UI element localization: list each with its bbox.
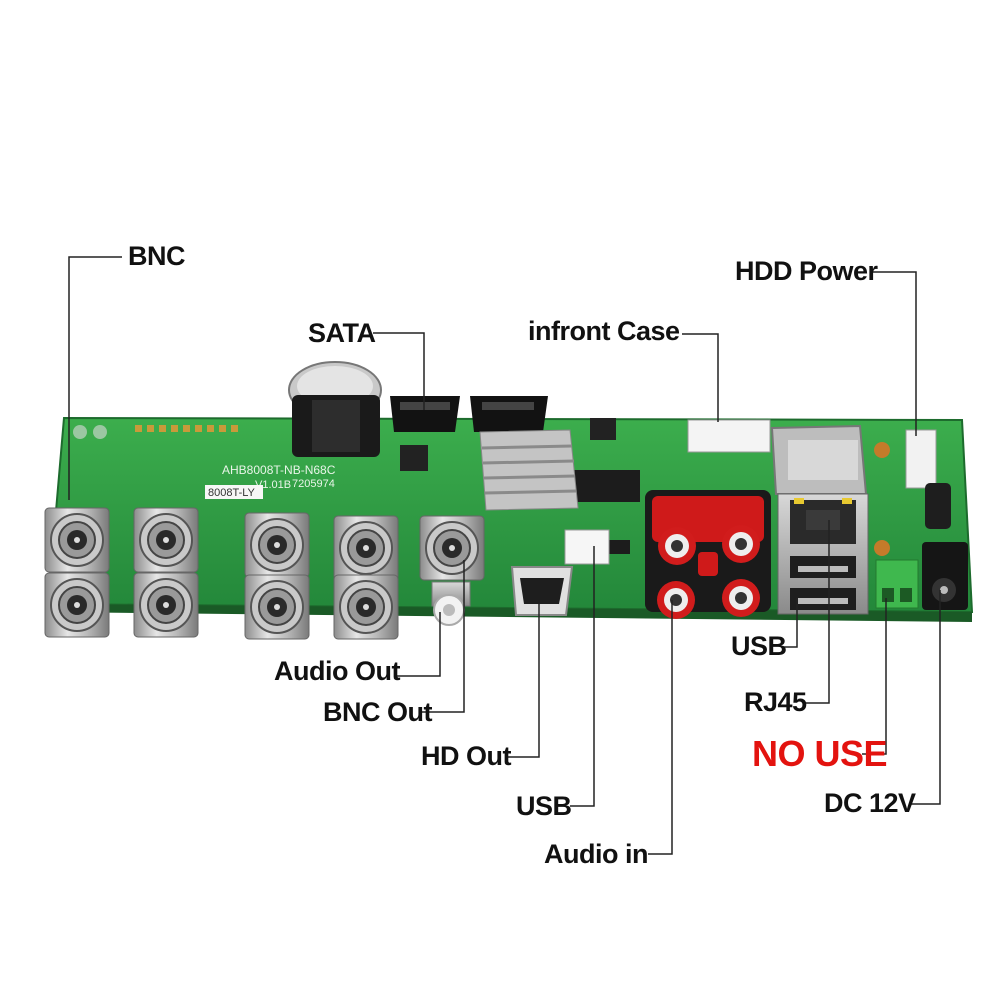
rj45-usb-stack xyxy=(770,424,869,615)
board-version-text: V1.01B xyxy=(255,479,291,491)
leader-line-audio-in xyxy=(648,600,673,855)
bnc-connector xyxy=(44,507,110,573)
capacitor xyxy=(925,483,951,529)
label-usb-front: USB xyxy=(516,791,572,821)
audio-out-rca xyxy=(433,594,465,626)
sata-connectors xyxy=(390,396,548,432)
board-sticker-text: 8008T-LY xyxy=(208,487,256,499)
leader-line-hdd-power xyxy=(873,271,917,436)
leader-line-hd-out xyxy=(506,604,540,758)
label-rj45: RJ45 xyxy=(744,687,807,717)
bnc-connector xyxy=(133,572,199,638)
green-terminal-block xyxy=(875,559,919,609)
leader-line-dc-12v xyxy=(910,590,941,805)
bnc-connector xyxy=(44,572,110,638)
audio-in-rca xyxy=(657,581,695,619)
bnc-connector xyxy=(244,574,310,640)
leader-line-no-use xyxy=(862,598,887,755)
bnc-connector xyxy=(244,512,310,578)
board-serial-text: 7205974 xyxy=(292,478,335,490)
label-sata: SATA xyxy=(308,318,376,348)
heatsink xyxy=(479,429,579,511)
audio-in-rca xyxy=(722,525,760,563)
leader-line-usb-rear xyxy=(783,598,798,648)
label-bnc: BNC xyxy=(128,241,186,271)
leader-line-audio-out xyxy=(394,612,441,677)
audio-in-block xyxy=(645,490,771,619)
hdmi-port xyxy=(510,566,574,616)
bnc-connector xyxy=(133,507,199,573)
label-infront-case: infront Case xyxy=(528,316,680,346)
cmos-battery xyxy=(288,361,382,457)
leader-line-bnc xyxy=(68,256,122,500)
leader-line-bnc-out xyxy=(422,560,465,713)
leader-line-sata xyxy=(373,332,425,410)
audio-in-rca xyxy=(658,527,696,565)
label-usb-rear: USB xyxy=(731,631,787,661)
label-hd-out: HD Out xyxy=(421,741,511,771)
label-no-use: NO USE xyxy=(752,733,888,774)
leader-line-rj45 xyxy=(805,520,830,704)
label-bnc-out: BNC Out xyxy=(323,697,432,727)
bnc-connector xyxy=(333,515,399,581)
header-pins xyxy=(135,425,238,432)
audio-in-rca xyxy=(722,579,760,617)
label-dc-12v: DC 12V xyxy=(824,788,916,818)
leader-line-usb-front xyxy=(570,546,595,807)
dc-power-jack xyxy=(922,542,968,610)
label-audio-out: Audio Out xyxy=(274,656,400,686)
front-case-header xyxy=(687,419,771,453)
bnc-out-connector xyxy=(419,515,485,581)
label-audio-in: Audio in xyxy=(544,839,648,869)
bnc-connector xyxy=(333,574,399,640)
leader-line-infront-case xyxy=(682,333,719,422)
board-model-text: AHB8008T-NB-N68C xyxy=(222,463,336,477)
hdd-power-header xyxy=(905,429,937,489)
label-hdd-power: HDD Power xyxy=(735,256,878,286)
leader-lines xyxy=(68,256,941,855)
usb-header xyxy=(564,529,610,565)
